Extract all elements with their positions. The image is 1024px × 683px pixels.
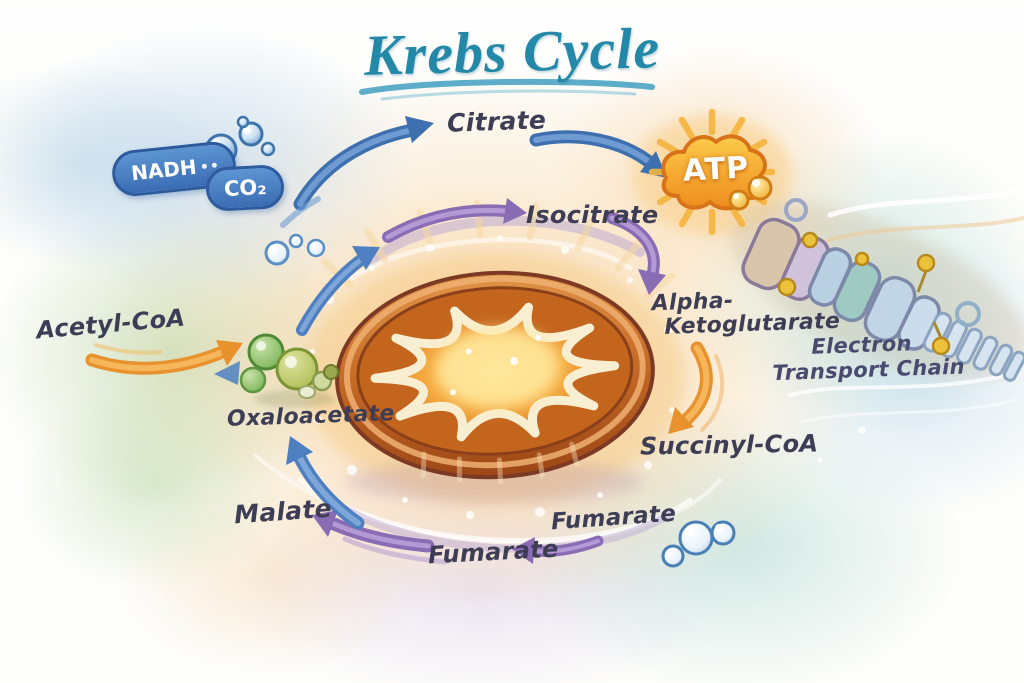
bubble-dot-icon bbox=[211, 162, 217, 168]
bubble-dot-icon bbox=[201, 163, 207, 169]
bubbles-bottomright bbox=[661, 520, 736, 568]
arrow-isocitrate-to-alpha-ketoglutarate bbox=[606, 212, 666, 295]
arrow-fumarate-to-malate bbox=[312, 510, 448, 565]
atp-label: ATP bbox=[681, 150, 751, 189]
arrow-to-isocitrate bbox=[382, 198, 527, 243]
label-citrate: Citrate bbox=[446, 105, 547, 138]
label-succinyl-coa: Succinyl-CoA bbox=[639, 429, 819, 461]
bubbles-midleft bbox=[264, 233, 326, 266]
nadh-label: NADH bbox=[129, 154, 198, 186]
co2-badge: CO₂ bbox=[204, 163, 286, 213]
label-electron-transport-chain: Electron Transport Chain bbox=[771, 330, 965, 387]
mitochondrion-illustration bbox=[335, 270, 655, 485]
arrow-nadh-to-citrate bbox=[280, 116, 434, 228]
etc-electron-pins bbox=[916, 270, 943, 339]
label-alpha-ketoglutarate: Alpha- Ketoglutarate bbox=[651, 286, 840, 340]
arrow-alpha-ketoglutarate-to-succinyl-coa bbox=[668, 341, 725, 434]
atp-energy-balls bbox=[728, 175, 773, 211]
oxaloacetate-molecules bbox=[239, 333, 339, 408]
mito-rays-icon bbox=[321, 199, 676, 299]
atp-starburst bbox=[648, 108, 776, 236]
arrow-fragment-near-oxaloacetate bbox=[214, 361, 240, 385]
label-isocitrate: Isocitrate bbox=[526, 201, 659, 229]
etc-membrane-illustration bbox=[741, 198, 1024, 382]
arrow-oxaloacetate-to-citrate bbox=[296, 246, 380, 336]
speckles bbox=[309, 235, 866, 519]
co2-label: CO₂ bbox=[223, 174, 268, 202]
title-underline-swash bbox=[359, 78, 655, 101]
arrow-malate-to-oxaloacetate bbox=[286, 436, 365, 530]
arrow-succinyl-to-fumarate bbox=[512, 535, 604, 564]
arrow-acetyl-coa-input bbox=[85, 340, 243, 375]
